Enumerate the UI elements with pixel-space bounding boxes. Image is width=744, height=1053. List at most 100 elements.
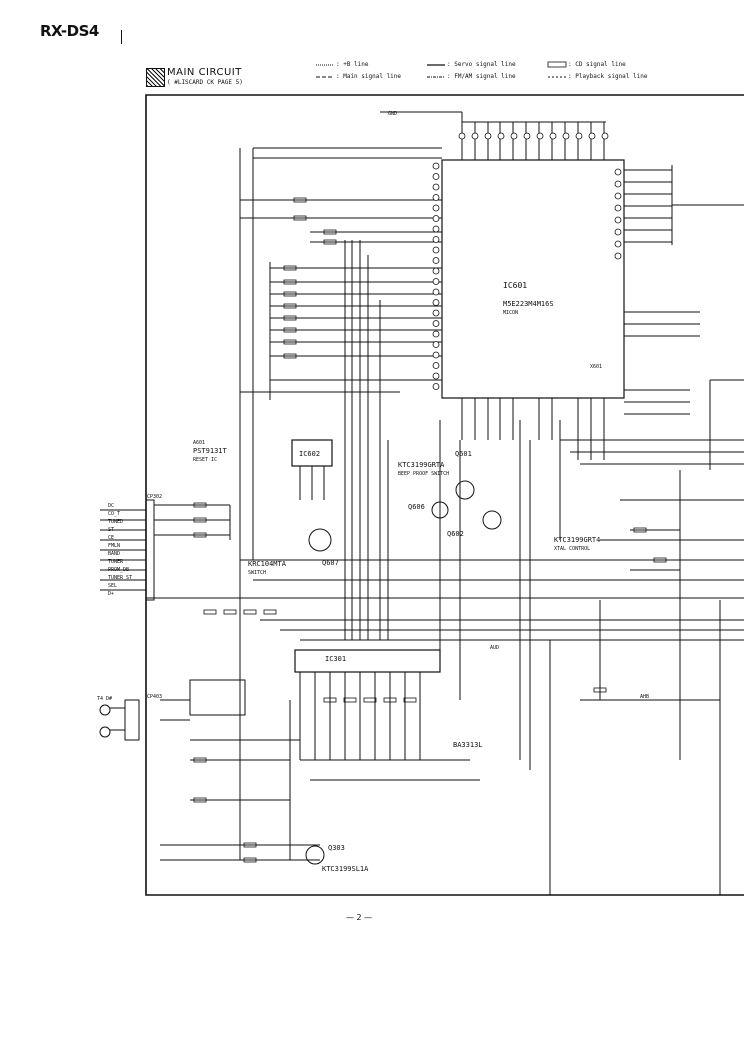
resistor-symbol: [193, 517, 207, 523]
resistor-symbol: [653, 557, 667, 563]
pin-circle: [432, 383, 440, 390]
gnd-label: GND: [388, 111, 398, 117]
resistor-symbol: [283, 327, 297, 333]
pin-circle: [536, 132, 544, 140]
legend-fm-am-signal: : FM/AM signal line: [447, 73, 516, 80]
pin-circle: [432, 351, 440, 359]
resistor-symbol: [323, 239, 337, 245]
pin-circle: [614, 204, 622, 212]
pin-circle: [523, 132, 531, 140]
q607-label: Q607: [322, 559, 339, 567]
connector-pin-label: SEL: [108, 583, 118, 589]
pin-circle: [614, 192, 622, 200]
resistor-symbol: [193, 532, 207, 538]
resistor-symbol: [403, 697, 417, 703]
legend-main-signal: : Main signal line: [336, 73, 402, 80]
ic301-label: IC301: [325, 655, 347, 663]
pin-circle: [484, 132, 492, 140]
pin-circle: [432, 236, 440, 243]
a601-func: RESET IC: [193, 457, 218, 463]
connector-pin-label: FMLN: [108, 543, 121, 549]
x601-label: X601: [590, 364, 603, 370]
cp302-label: CP302: [147, 494, 163, 500]
page-number: — 2 —: [346, 913, 373, 922]
resistor-symbol: [323, 229, 337, 235]
legend-cd-signal: : CD signal line: [568, 61, 626, 68]
resistor-symbol: [323, 697, 337, 703]
cp403-label: CP403: [147, 694, 163, 700]
pin-circle: [432, 309, 440, 317]
header-divider: [121, 30, 122, 44]
pin-circle: [432, 162, 440, 170]
pin-circle: [432, 246, 440, 254]
q602-label: Q602: [447, 530, 464, 538]
resistor-symbol: [283, 315, 297, 321]
resistor-symbol: [283, 353, 297, 359]
q607-part: KRC104MTA: [248, 560, 286, 568]
resistor-symbol: [343, 697, 357, 703]
pin-circle: [601, 132, 609, 140]
pin-circle: [510, 132, 518, 140]
pin-circle: [432, 299, 440, 306]
pin-circle: [614, 216, 622, 224]
connector-pin-label: D+: [108, 591, 115, 597]
ic602-label: IC602: [299, 450, 321, 458]
resistor-symbol: [203, 609, 217, 615]
connector-pin-label: TUNER: [108, 559, 124, 565]
resistor-symbol: [633, 527, 647, 533]
resistor-symbol: [193, 502, 207, 508]
q601-part: KTC3199GRTA: [398, 461, 445, 469]
pin-circle: [432, 173, 440, 180]
resistor-symbol: [243, 609, 257, 615]
ic301-body: [294, 649, 441, 673]
pin-circle: [432, 362, 440, 369]
t4-line-label: T4 D#: [97, 696, 113, 702]
pin-circle: [432, 204, 440, 212]
pin-circle: [458, 132, 466, 140]
resistor-symbol: [293, 197, 307, 203]
ic601-body: [441, 159, 625, 399]
section-subtitle: ( #LISCARD CK PAGE 5): [167, 79, 243, 86]
pin-circle: [432, 257, 440, 264]
q605-part: KTC3199GRT4: [554, 536, 601, 544]
pin-circle: [432, 183, 440, 191]
q607-func: SWITCH: [248, 570, 267, 576]
section-icon: [146, 68, 165, 87]
resistor-symbol: [363, 697, 377, 703]
resistor-symbol: [263, 609, 277, 615]
pin-circle: [432, 278, 440, 285]
resistor-symbol: [243, 857, 257, 863]
connector-pin-label: TUNED: [108, 519, 124, 525]
connector-pin-label: PROM_DB: [108, 567, 130, 573]
legend-servo-signal: : Servo signal line: [447, 61, 516, 68]
pin-circle: [588, 132, 596, 140]
q606-label: Q606: [408, 503, 425, 511]
pin-circle: [614, 240, 622, 248]
ahb-label: AHB: [640, 694, 650, 700]
pin-circle: [432, 215, 440, 222]
resistor-symbol: [283, 303, 297, 309]
pin-circle: [562, 132, 570, 140]
ic601-label: IC601: [503, 281, 528, 290]
connector-pin-label: ST: [108, 527, 115, 533]
pin-circle: [614, 180, 622, 188]
q601-label: Q601: [455, 450, 472, 458]
resistor-symbol: [593, 687, 607, 693]
pin-circle: [432, 372, 440, 380]
resistor-symbol: [193, 757, 207, 763]
resistor-symbol: [293, 215, 307, 221]
resistor-symbol: [383, 697, 397, 703]
pin-circle: [497, 132, 505, 140]
pin-circle: [432, 341, 440, 348]
pin-circle: [614, 252, 622, 260]
pin-circle: [575, 132, 583, 140]
resistor-symbol: [283, 279, 297, 285]
pin-circle: [549, 132, 557, 140]
a601-part: PST9131T: [193, 447, 227, 455]
q303-part: KTC3199SL1A: [322, 865, 369, 873]
legend-b-line: : +B line: [336, 61, 369, 68]
q601-func: BEEP PROOF SWITCH: [398, 471, 450, 477]
resistor-symbol: [243, 842, 257, 848]
model-number: RX-DS4: [40, 22, 99, 40]
